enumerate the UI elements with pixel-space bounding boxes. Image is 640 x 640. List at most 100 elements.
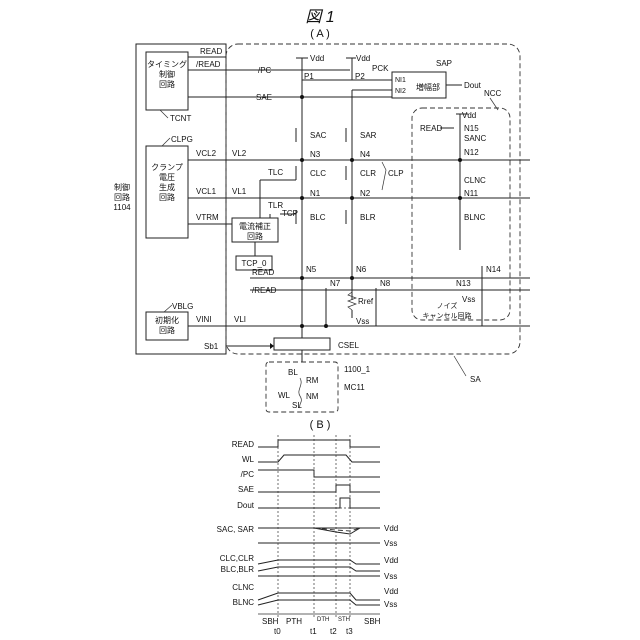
vss-label-nc: Vss [462,295,475,304]
control-circuit-label: 制御回路1104 [113,182,131,212]
svg-text:Vdd: Vdd [384,556,398,565]
csel-block [274,338,330,350]
svg-text:t0: t0 [274,627,281,636]
n11-label: N11 [464,189,479,198]
blc-label: BLC [310,213,326,222]
timing-waveforms [258,440,380,605]
rm-label: RM [306,376,319,385]
ni1-label: NI1 [395,77,406,84]
vini-label: VINI [196,315,212,324]
clnc-label: CLNC [464,176,486,185]
n7-label: N7 [330,279,341,288]
figure-title: 図 1 [305,9,334,26]
sap-label: SAP [436,59,452,68]
memory-cell-box [266,362,338,412]
sb1-label: Sb1 [204,342,219,351]
svg-text:CLC,CLR: CLC,CLR [220,554,254,563]
vss-label-rref: Vss [356,317,369,326]
svg-text:Dout: Dout [237,501,255,510]
vl1-label: VL1 [232,187,247,196]
n2-label: N2 [360,189,371,198]
vcl1-label: VCL1 [196,187,217,196]
clc-label: CLC [310,169,326,178]
vblg-label: VBLG [172,302,193,311]
clamp-voltage-block [146,146,188,238]
n5-label: N5 [306,265,317,274]
ncc-label: NCC [484,89,502,98]
label-line: 電流補正 [239,221,271,231]
svg-text:Vss: Vss [384,572,397,581]
vcl2-label: VCL2 [196,149,217,158]
svg-text:t1: t1 [310,627,317,636]
label-line: キャンセル回路 [423,311,472,320]
vli-label: VLI [234,315,246,324]
n12-label: N12 [464,148,479,157]
read-label-top: READ [200,47,222,56]
clp-label: CLP [388,169,404,178]
svg-text:BLNC: BLNC [233,598,255,607]
vdd-label-nc: Vdd [462,111,476,120]
vdd-label-p1: Vdd [310,54,324,63]
wl-label: WL [278,391,291,400]
n1-label: N1 [310,189,321,198]
label-line: 回路 [114,192,130,202]
clpg-label: CLPG [171,135,193,144]
label-line: 電圧 [159,173,175,182]
n6-label: N6 [356,265,367,274]
svg-text:WL: WL [242,455,255,464]
clr-label: CLR [360,169,376,178]
part-a-label: ( A ) [310,28,330,40]
csel-label: CSEL [338,341,359,350]
ni2-label: NI2 [395,88,406,95]
nread-label-mid: /READ [252,286,277,295]
rref-label: Rref [358,297,374,306]
blr-label: BLR [360,213,376,222]
sanc-label: SANC [464,134,486,143]
n13-label: N13 [456,279,471,288]
label-line: 制御 [159,69,175,79]
label-line: ノイズ [437,301,458,310]
svg-text:Vss: Vss [384,600,397,609]
tcnt-label: TCNT [170,114,191,123]
pck-label: PCK [372,64,389,73]
svg-text:SBH: SBH [364,617,381,626]
read-label-nc: READ [420,124,442,133]
label-text: 制御回路1104 [113,182,131,212]
svg-text:CLNC: CLNC [232,583,254,592]
n3-label: N3 [310,150,321,159]
sac-label: SAC [310,131,327,140]
vl2-label: VL2 [232,149,247,158]
n4-label: N4 [360,150,371,159]
vtrm-label: VTRM [196,213,219,222]
label-line: タイミング [147,59,187,69]
timing-row-labels: READ WL /PC SAE Dout SAC, SAR CLC,CLR BL… [217,440,255,607]
label-line: 1104 [113,203,131,212]
timing-phase-labels: SBH PTH DTH STH SBH [262,617,381,626]
svg-text:STH: STH [338,617,350,623]
read-label-mid: READ [252,268,274,277]
label-line: 生成 [159,182,175,192]
nm-label: NM [306,392,319,401]
cell-id-label: 1100_1 [344,365,371,374]
blnc-label: BLNC [464,213,486,222]
n8-label: N8 [380,279,391,288]
label-line: クランプ [151,163,183,172]
dout-label: Dout [464,81,482,90]
mc11-label: MC11 [344,383,365,392]
svg-text:Vdd: Vdd [384,587,398,596]
vdd-label-p2: Vdd [356,54,370,63]
sae-label: SAE [256,93,272,102]
nread-label-top: /READ [196,60,221,69]
label-line: 回路 [247,231,263,241]
svg-text:DTH: DTH [317,617,329,623]
n14-label: N14 [486,265,501,274]
label-line: 回路 [159,192,175,202]
svg-text:PTH: PTH [286,617,302,626]
label-line: 回路 [159,325,175,335]
svg-text:/PC: /PC [241,470,255,479]
bl-label: BL [288,368,298,377]
label-line: 初期化 [155,315,179,325]
tcp0-label: TCP_0 [242,259,267,268]
svg-text:t2: t2 [330,627,337,636]
